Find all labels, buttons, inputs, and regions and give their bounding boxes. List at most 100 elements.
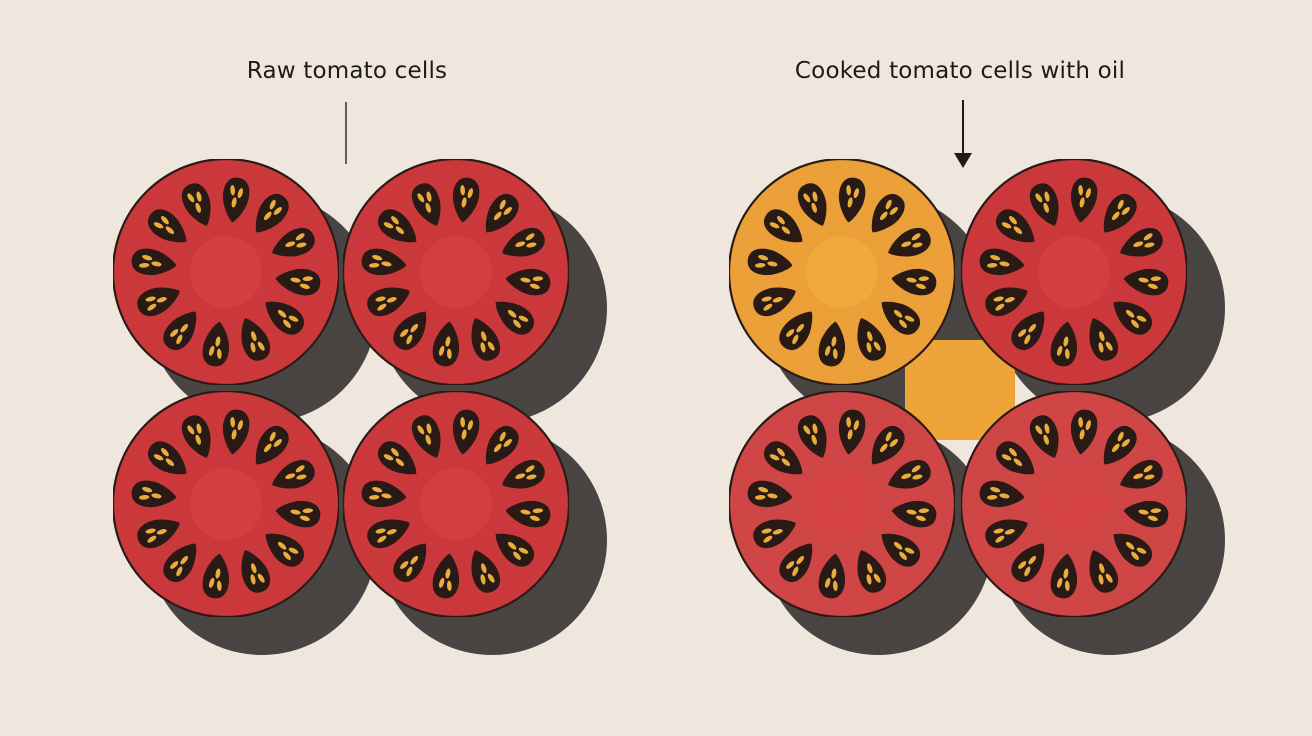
seed-chamber [255,193,289,233]
seed [296,242,307,248]
seed [885,431,892,442]
seed-chamber [222,409,250,455]
seed [400,329,409,337]
seed [513,551,521,560]
seed-chamber [147,209,187,243]
seed-cavity [1103,425,1137,465]
seed [395,226,405,235]
seed [1121,439,1130,447]
seed-chamber [377,441,417,475]
seed-chamber [367,287,410,317]
tomato-core [806,236,878,308]
seed-cavity [881,301,921,335]
seed [532,508,544,513]
seed-chamber [163,311,197,351]
seed-chamber [163,543,197,583]
seed [1043,202,1049,213]
seed [273,207,282,215]
seed [1044,191,1050,202]
seed-chamber [871,425,905,465]
seed [1085,188,1092,199]
seed [196,423,202,434]
seed [518,315,529,322]
seed-chamber [255,425,289,465]
seed [529,283,540,290]
seed [138,495,150,500]
seed [1004,529,1015,535]
seed [901,473,912,479]
seed-cavity [1011,311,1045,351]
seed-chamber [131,480,177,508]
seed-cavity [1113,301,1153,335]
seed-chamber [131,248,177,276]
tomato-slice-icon [959,157,1189,387]
seed [758,254,769,261]
tomato-core [420,468,492,540]
tomato-slice-icon [727,389,957,619]
seed [438,577,445,588]
seed [138,263,150,268]
seed [426,423,432,434]
seed [481,563,487,574]
seed-chamber [1123,268,1169,296]
seed [400,561,409,569]
seed [1044,423,1050,434]
seed [257,341,265,351]
seed-chamber [753,519,796,549]
oil-layer [905,340,1015,440]
seed [777,448,785,457]
seed [1013,226,1023,235]
seed-chamber [393,311,427,351]
seed [1028,323,1037,333]
seed [277,309,287,318]
seed [758,486,769,493]
seed [1009,448,1017,457]
seed [165,226,175,235]
seed-chamber [1089,318,1119,361]
seed [767,493,778,499]
seed [986,263,998,268]
seed-chamber [222,177,250,223]
seed [251,331,257,342]
seed-chamber [747,248,793,276]
seed [893,309,903,318]
seed-cavity [265,301,305,335]
seed-chamber [452,177,480,223]
seed [889,439,898,447]
seed-cavity [495,533,535,567]
seed-chamber [505,500,551,528]
seed [812,423,818,434]
seed-chamber [753,287,796,317]
seed [395,458,405,467]
arrow-down-icon [954,100,972,168]
seed [904,547,915,554]
seed [231,429,237,440]
seed [142,254,153,261]
seed [386,529,397,535]
seed [1035,425,1043,435]
seed [846,184,851,196]
seed-chamber [881,301,921,335]
oil-pool [905,340,1015,440]
seed-chamber [495,533,535,567]
seed [299,515,310,522]
seed-chamber [452,409,480,455]
seed [1028,555,1037,565]
seed [526,474,537,480]
seed [1136,547,1147,554]
seed [904,315,915,322]
seed [381,493,392,499]
seed [1105,341,1113,351]
seed [447,348,452,360]
seed [525,465,535,473]
seed [1150,276,1162,281]
seed-cavity [393,543,427,583]
seed [518,547,529,554]
seed-chamber [181,415,211,458]
seed [410,555,419,565]
seed [417,193,425,203]
seed [1144,474,1155,480]
seed [180,555,189,565]
seed [153,454,164,461]
